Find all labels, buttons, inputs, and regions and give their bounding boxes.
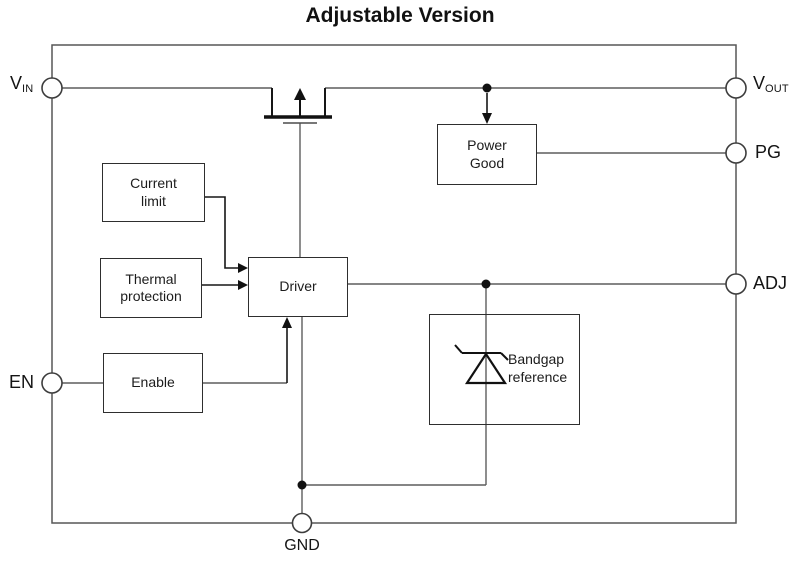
- junction-dot: [482, 83, 492, 93]
- vout-pin-label: VOUT: [753, 73, 789, 95]
- bandgap-reference-label: Bandgap reference: [508, 351, 568, 385]
- pg-pin-label: PG: [755, 142, 782, 162]
- arrowhead-icon: [238, 263, 248, 273]
- enable-label: Enable: [131, 374, 175, 391]
- cathode-bar-left-tip: [454, 344, 463, 354]
- junction-dot: [297, 480, 307, 490]
- driver-label: Driver: [279, 278, 317, 295]
- adj-pin-label: ADJ: [753, 273, 788, 293]
- diagram-title: Adjustable Version: [305, 4, 495, 27]
- en-pin-label: EN: [9, 372, 35, 392]
- power-good-label: Power Good: [467, 137, 507, 171]
- gnd-pin-label: GND: [284, 537, 320, 554]
- vin-pin-label: VIN: [10, 73, 34, 95]
- pmos-transistor-symbol: [264, 88, 332, 124]
- thermal-protection-block: Thermal protection: [100, 258, 202, 318]
- bandgap-reference-block: [429, 314, 580, 425]
- current-limit-block: Current limit: [102, 163, 205, 222]
- arrowhead-icon: [238, 280, 248, 290]
- arrowhead-icon: [294, 88, 306, 100]
- vout-pin-terminal: [725, 77, 747, 99]
- zener-diode-symbol: [454, 344, 509, 385]
- gnd-pin-terminal: [291, 512, 313, 534]
- en-pin-terminal: [41, 372, 63, 394]
- arrowhead-icon: [482, 113, 492, 124]
- power-good-block: Power Good: [437, 124, 537, 185]
- junction-dot: [481, 279, 491, 289]
- diode-triangle: [464, 351, 508, 385]
- pg-pin-terminal: [725, 142, 747, 164]
- cathode-bar-right-tip: [500, 352, 509, 361]
- current-limit-label: Current limit: [130, 175, 177, 209]
- driver-block: Driver: [248, 257, 348, 317]
- vin-pin-terminal: [41, 77, 63, 99]
- thermal-protection-label: Thermal protection: [120, 270, 182, 304]
- enable-block: Enable: [103, 353, 203, 413]
- arrowhead-icon: [282, 317, 292, 328]
- current-limit-to-driver-wire: [205, 196, 238, 269]
- adj-pin-terminal: [725, 273, 747, 295]
